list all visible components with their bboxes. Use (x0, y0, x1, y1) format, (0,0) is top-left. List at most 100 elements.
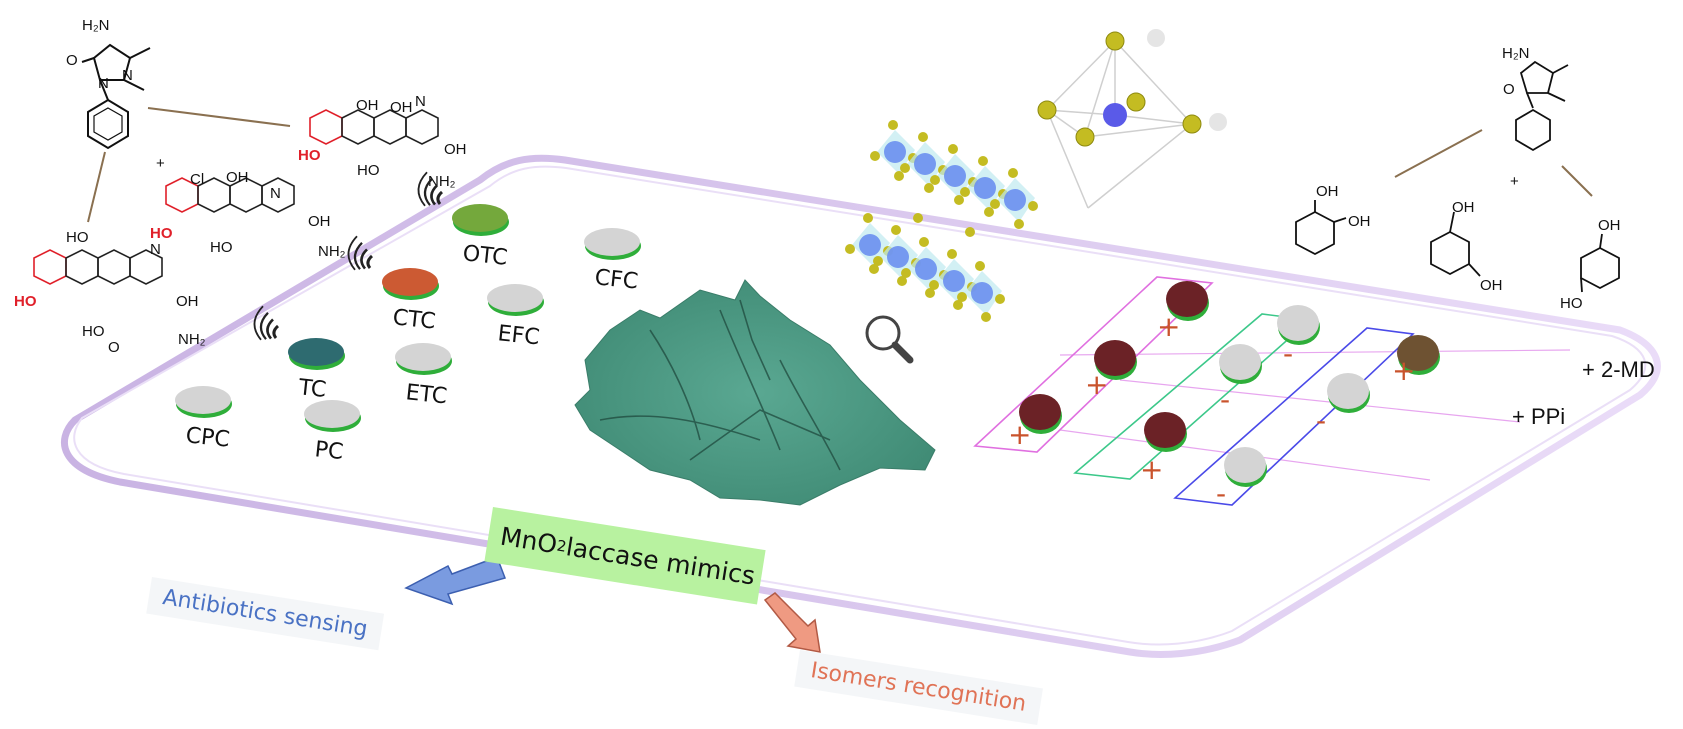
spot-label: PC (313, 437, 344, 465)
spot-label: TC (296, 375, 327, 403)
oxygen-atom (984, 207, 994, 217)
spot-face (1019, 394, 1061, 430)
oxygen-atom (1182, 114, 1202, 134)
spot-face (1327, 373, 1369, 409)
tc-oh-label: OH (176, 293, 199, 310)
tc-nh2-label: NH₂ (178, 331, 206, 348)
spot-face (382, 268, 438, 296)
oxygen-atom (869, 264, 879, 274)
manganese-atom (1103, 103, 1127, 127)
oxygen-atom (1014, 219, 1024, 229)
oxygen-atom (863, 213, 873, 223)
oxygen-atom (870, 151, 880, 161)
tc-ho-label-2: HO (82, 323, 105, 340)
manganese-atom (914, 153, 936, 175)
aap-left-n2-label: N (122, 67, 133, 84)
plus-sign: + (1157, 310, 1180, 343)
spot-face (584, 228, 640, 256)
oxygen-atom (930, 175, 940, 185)
tetracycline-structure (33, 249, 163, 285)
tc-o-label: O (108, 339, 120, 356)
aap-right-amine-label: H₂N (1502, 45, 1530, 62)
octahedron-ghost (1147, 29, 1227, 131)
isomer-spot (1144, 412, 1187, 452)
spot-face (1397, 335, 1439, 371)
resorcinol-structure (1430, 211, 1481, 277)
hydroquinone-ho: HO (1560, 295, 1583, 312)
condition-label-2md: + 2-MD (1582, 357, 1655, 382)
oxygen-atom (1037, 100, 1057, 120)
isomer-spot (1327, 373, 1370, 413)
ctc-ho-label-2: HO (210, 239, 233, 256)
isomer-column: --+ (1073, 305, 1320, 486)
oxygen-atom (1126, 92, 1146, 112)
connector-line (1561, 165, 1593, 197)
isomer-spot (1019, 394, 1062, 434)
manganese-atom (943, 270, 965, 292)
catechol-oh-1: OH (1316, 183, 1339, 200)
oxygen-atom (845, 244, 855, 254)
ctc-n-label: N (270, 185, 281, 202)
arrow-left-icon (404, 556, 506, 606)
otc-oh-label: OH (356, 97, 379, 114)
spot-label: EFC (496, 321, 540, 350)
isomer-spot (1166, 281, 1209, 321)
antibiotic-spot: EFC (487, 284, 544, 350)
oxygen-atom (888, 120, 898, 130)
isomer-column: +-- (1173, 327, 1440, 510)
antibiotic-spot: CPC (175, 386, 232, 453)
mno2-crystal-structure (845, 29, 1227, 322)
otc-ho-label-2: HO (357, 162, 380, 179)
sensing-platform (61, 154, 1661, 658)
oxygen-atom (894, 171, 904, 181)
oxygen-atom (1028, 201, 1038, 211)
connector-line (87, 151, 106, 223)
spot-label: CTC (391, 305, 436, 334)
antibiotic-spot: ETC (395, 343, 452, 409)
ctc-ho-label: HO (150, 225, 173, 242)
banner-text-main: MnO (498, 521, 560, 560)
spot-face (1224, 447, 1266, 483)
aap-left-n1-label: N (98, 75, 109, 92)
hydroquinone-structure (1580, 233, 1620, 293)
tc-ho-label: HO (66, 229, 89, 246)
aap-right-carbonyl-label: O (1503, 81, 1515, 98)
oxytetracycline-structure (309, 109, 439, 145)
ctc-oh-label-2: OH (308, 213, 331, 230)
otc-n-label: N (415, 93, 426, 110)
isomer-spot (1224, 447, 1267, 487)
ctc-nh2-label: NH₂ (318, 243, 346, 260)
antibiotic-spot: CFC (584, 228, 641, 295)
oxygen-atom (1105, 31, 1125, 51)
plus-sign: + (1085, 368, 1108, 401)
column-frame (1173, 327, 1415, 506)
aap-left-amine-label: H₂N (82, 17, 110, 34)
condition-label-ppi: + PPi (1512, 404, 1565, 429)
oxygen-atom (919, 237, 929, 247)
oxygen-atom (975, 261, 985, 271)
oxygen-atom (900, 163, 910, 173)
minus-sign: - (1316, 404, 1326, 437)
tc-ho-label-red: HO (14, 293, 37, 310)
otc-oh-label-3: OH (444, 141, 467, 158)
isomer-recognition-array: +++--++-- (973, 276, 1571, 510)
otc-ho-label: HO (298, 147, 321, 164)
manganese-atom (884, 141, 906, 163)
ctc-cl-label: Cl (190, 171, 204, 188)
manganese-atom (974, 177, 996, 199)
spot-face (452, 204, 508, 232)
oxygen-atom (981, 312, 991, 322)
spot-face (1219, 344, 1261, 380)
resorcinol-oh-1: OH (1452, 199, 1475, 216)
otc-oh-label-2: OH (390, 99, 413, 116)
otc-nh2-label: NH₂ (428, 173, 456, 190)
mno2-nanosheet (574, 279, 936, 506)
chlortetracycline-structure (165, 177, 295, 213)
manganese-atom (1004, 189, 1026, 211)
spot-label: OTC (461, 241, 508, 271)
row-guides (1059, 349, 1571, 481)
aminoantipyrine-left (81, 43, 151, 150)
oxygen-atom (948, 144, 958, 154)
oxygen-atom (995, 294, 1005, 304)
resorcinol-oh-2: OH (1480, 277, 1503, 294)
